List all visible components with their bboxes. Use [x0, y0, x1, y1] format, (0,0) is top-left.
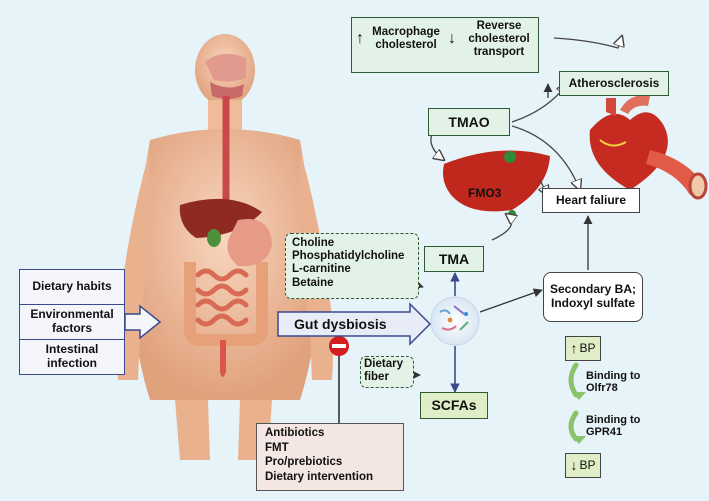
nutrient-l-carnitine: L-carnitine: [292, 263, 351, 276]
gut-dysbiosis-arrow: [277, 302, 432, 346]
tma-box: TMA: [424, 246, 484, 272]
factor-dietary-habits: Dietary habits: [20, 270, 124, 305]
nutrient-betaine: Betaine: [292, 276, 334, 289]
heart-failure-box: Heart faliure: [542, 188, 640, 213]
factors-box: Dietary habits Environmental factors Int…: [19, 269, 125, 375]
inhibit-icon: [329, 336, 349, 423]
factor-intestinal-infection: Intestinal infection: [45, 342, 99, 370]
liver-gallbladder: [504, 151, 516, 163]
nutrients-box: Choline Phosphatidylcholine L-carnitine …: [285, 233, 419, 299]
gut-dysbiosis-label: Gut dysbiosis: [294, 316, 387, 332]
intervention-prebiotics: Pro/prebiotics: [265, 456, 343, 469]
human-body-illustration: [116, 34, 334, 460]
intervention-dietary: Dietary intervention: [265, 471, 373, 484]
scfas-box: SCFAs: [420, 392, 488, 419]
nutrient-phosphatidylcholine: Phosphatidylcholine: [292, 250, 405, 263]
cholesterol-box: ↑ Macrophage cholesterol ↓ Reverse chole…: [351, 17, 539, 73]
down-arrow-icon: ↓: [448, 30, 456, 47]
intervention-antibiotics: Antibiotics: [265, 427, 325, 439]
factors-arrow: [124, 304, 162, 340]
up-arrow-icon: ↑: [356, 30, 364, 47]
up-arrow-icon: ↑: [570, 340, 578, 357]
fmo3-label: FMO3: [468, 186, 502, 200]
dietary-fiber-box: Dietary fiber: [360, 356, 414, 388]
heart-illustration: [589, 95, 708, 200]
atherosclerosis-box: Atherosclerosis: [559, 71, 669, 96]
down-arrow-icon: ↓: [570, 457, 578, 474]
bp-up-label: BP: [579, 340, 596, 355]
macrophage-cholesterol-label: Macrophage cholesterol: [372, 26, 440, 52]
bp-up-box: ↑ BP: [565, 336, 601, 361]
binding-olfr78-label: Binding to Olfr78: [586, 370, 641, 394]
tmao-box: TMAO: [428, 108, 510, 136]
microbiota-circle-icon: [430, 296, 480, 346]
factor-environmental: Environmental factors: [20, 305, 124, 340]
liver-shape: [443, 150, 550, 212]
reverse-cholesterol-label: Reverse cholesterol transport: [468, 20, 530, 59]
intervention-fmt: FMT: [265, 441, 289, 454]
nutrient-choline: Choline: [292, 237, 335, 249]
secondary-ba-box: Secondary BA; Indoxyl sulfate: [543, 272, 643, 322]
bp-down-box: ↓ BP: [565, 453, 601, 478]
bp-down-label: BP: [579, 457, 596, 472]
interventions-box: Antibiotics FMT Pro/prebiotics Dietary i…: [256, 423, 404, 491]
binding-gpr41-label: Binding to GPR41: [586, 414, 641, 438]
